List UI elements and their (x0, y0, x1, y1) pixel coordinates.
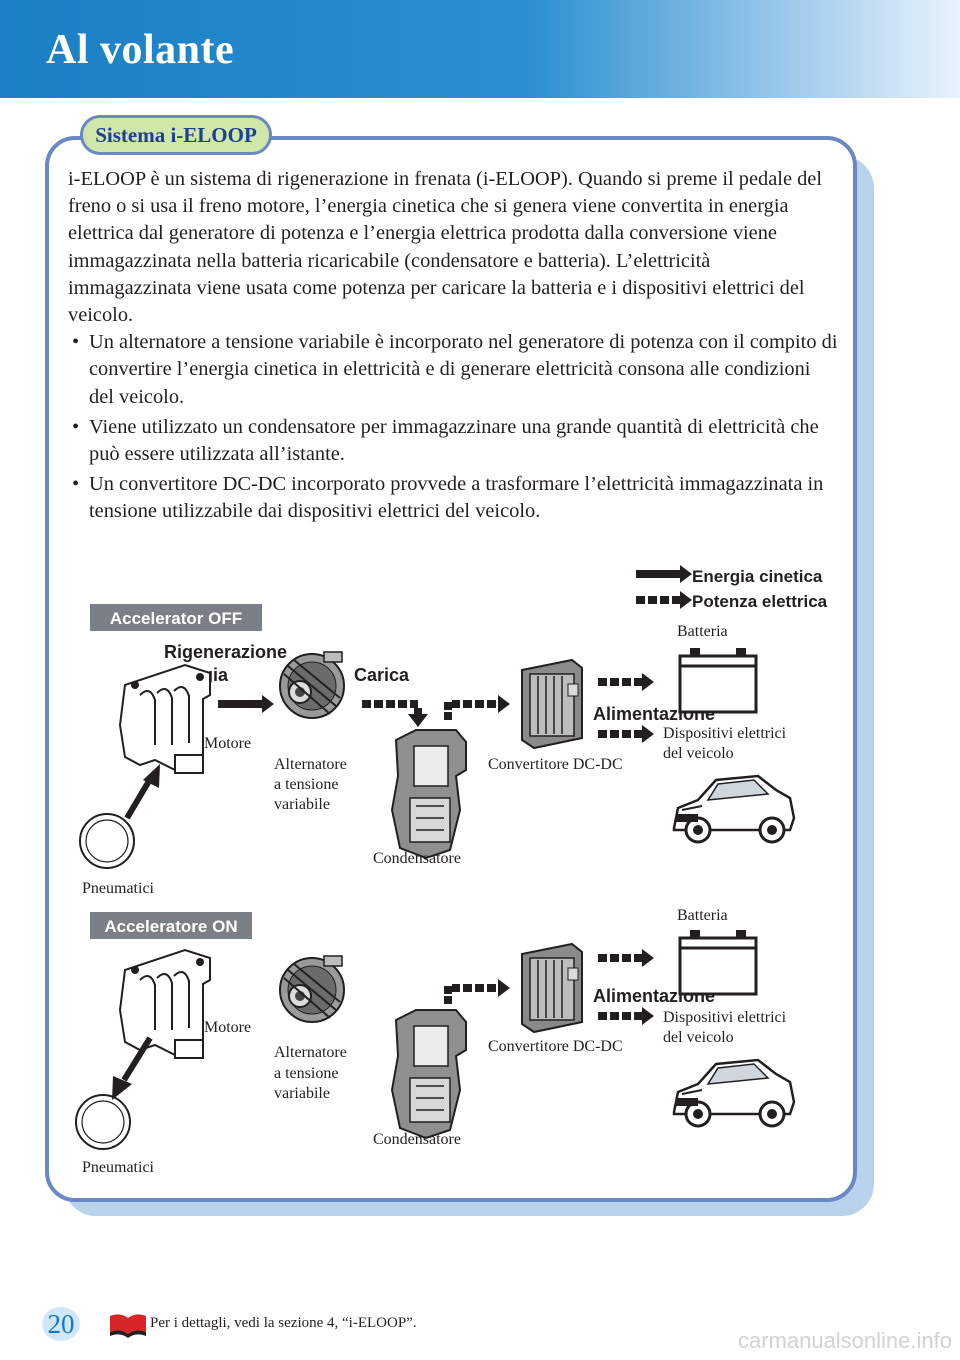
converter-icon (521, 943, 583, 1033)
car-icon (672, 774, 796, 844)
page-header: Al volante (0, 0, 960, 98)
capacitor-icon (391, 1009, 467, 1139)
engine-to-tire-arrow-head (112, 1076, 132, 1100)
accelerator-on-label: Acceleratore ON (104, 917, 237, 936)
converter-to-battery-arrow (598, 673, 654, 691)
bullet-item: Un convertitore DC-DC incorporato provve… (68, 471, 838, 525)
devices-label-line1: Dispositivi elettrici (663, 1009, 787, 1026)
alternator-icon (279, 955, 345, 1023)
converter-to-devices-arrow (598, 725, 654, 743)
footer-note: Per i dettagli, vedi la sezione 4, “i-EL… (150, 1315, 417, 1331)
engine-to-tire-arrow-shaft (121, 1036, 153, 1082)
tire-label: Pneumatici (82, 1159, 155, 1176)
alternator-to-capacitor-arrow (362, 700, 428, 727)
intro-paragraph: i-ELOOP è un sistema di rigenerazione in… (68, 168, 823, 327)
bullet-item: Viene utilizzato un condensatore per imm… (68, 414, 838, 468)
tire-icon (75, 1094, 131, 1150)
capacitor-label: Condensatore (373, 1131, 461, 1148)
battery-icon (678, 928, 758, 996)
engine-icon (119, 949, 211, 1059)
alternator-label-line3: variabile (274, 1085, 330, 1102)
section-tab: Sistema i-ELOOP (80, 115, 272, 155)
capacitor-label: Condensatore (373, 850, 461, 867)
legend-electric-label: Potenza elettrica (692, 592, 828, 611)
battery-label: Batteria (677, 907, 728, 924)
devices-label-line2: del veicolo (663, 745, 734, 762)
engine-to-alternator-arrow (218, 695, 274, 713)
converter-label: Convertitore DC-DC (488, 1038, 623, 1055)
car-icon (672, 1058, 796, 1128)
legend-kinetic-label: Energia cinetica (692, 567, 823, 586)
bullet-item: Un alternatore a tensione variabile è in… (68, 329, 838, 411)
regen-label-line1: Rigenerazione (164, 642, 287, 662)
tire-to-engine-arrow-shaft (124, 774, 155, 820)
legend: Energia cinetica Potenza elettrica (636, 565, 828, 611)
converter-to-battery-arrow (598, 949, 654, 967)
capacitor-to-converter-arrow (444, 695, 510, 720)
accelerator-off-badge (90, 604, 262, 631)
devices-label-line1: Dispositivi elettrici (663, 725, 787, 742)
devices-label-line2: del veicolo (663, 1029, 734, 1046)
battery-icon (678, 646, 758, 714)
accelerator-on-diagram: Acceleratore ON Motore Pneumatici Altern… (75, 907, 796, 1176)
accelerator-off-label: Accelerator OFF (110, 609, 242, 628)
tire-icon (79, 813, 135, 869)
converter-label: Convertitore DC-DC (488, 756, 623, 773)
accelerator-off-diagram: Accelerator OFF Rigenerazione energia Ca… (79, 604, 796, 897)
engine-label: Motore (204, 735, 251, 752)
engine-icon (119, 664, 211, 774)
alternator-icon (279, 651, 345, 719)
manual-book-icon (110, 1314, 146, 1338)
engine-label: Motore (204, 1019, 251, 1036)
kinetic-legend-arrow (636, 565, 692, 583)
watermark: carmanualsonline.info (737, 1328, 952, 1353)
alternator-label-line2: a tensione (274, 776, 338, 793)
electric-legend-arrow (636, 591, 692, 609)
capacitor-to-converter-arrow (444, 979, 510, 1004)
tire-label: Pneumatici (82, 880, 155, 897)
page-number: 20 (42, 1307, 80, 1341)
page-title: Al volante (46, 27, 235, 73)
converter-icon (521, 659, 583, 749)
charge-label: Carica (354, 665, 410, 685)
alternator-label-line3: variabile (274, 796, 330, 813)
converter-to-devices-arrow (598, 1007, 654, 1025)
alternator-label-line1: Alternatore (274, 756, 347, 773)
tire-to-engine-arrow-head (143, 764, 160, 788)
section-body: i-ELOOP è un sistema di rigenerazione in… (68, 166, 838, 526)
accelerator-on-badge (90, 912, 252, 939)
alternator-label-line2: a tensione (274, 1065, 338, 1082)
battery-label: Batteria (677, 623, 728, 640)
alternator-label-line1: Alternatore (274, 1044, 347, 1061)
capacitor-icon (391, 729, 467, 859)
bullet-list: Un alternatore a tensione variabile è in… (68, 329, 838, 525)
